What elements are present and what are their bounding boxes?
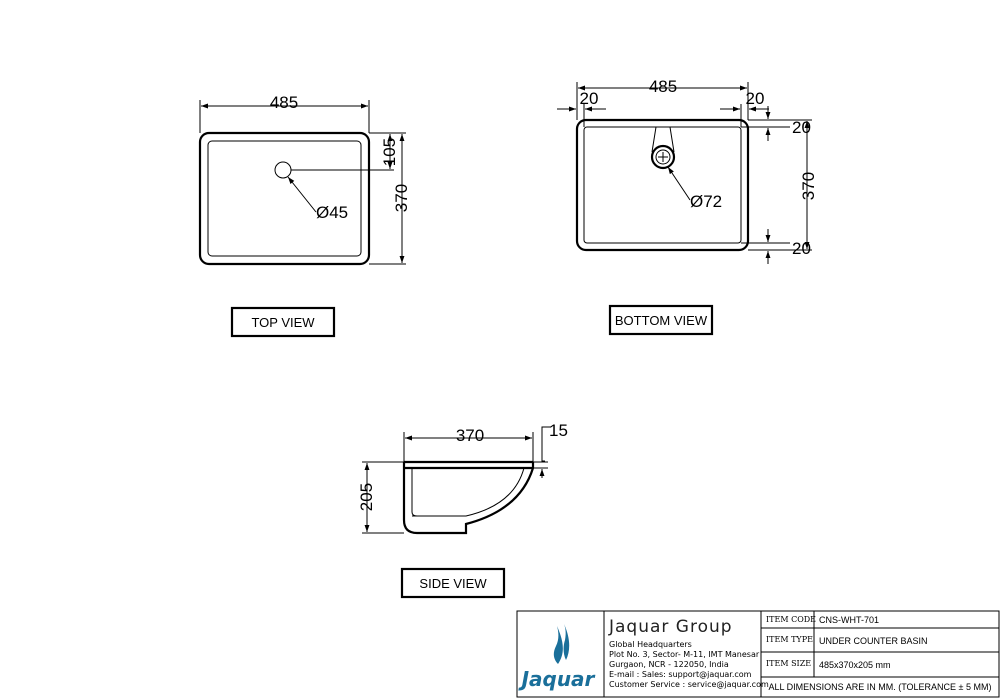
bottom-view-inner: [583, 126, 742, 244]
bottom-right-margin-dim: 20: [746, 89, 765, 108]
address-line-2: Plot No. 3, Sector- M-11, IMT Manesar: [609, 650, 760, 659]
item-code-value: CNS-WHT-701: [819, 615, 879, 625]
address-line-5: Customer Service : service@jaquar.com: [609, 680, 769, 689]
logo-text: Jaquar: [518, 667, 596, 691]
top-view-label: TOP VIEW: [251, 315, 315, 330]
logo-mark: [553, 626, 563, 664]
bottom-height-dim: 370: [799, 172, 818, 200]
address-line-4: E-mail : Sales: support@jaquar.com: [609, 670, 752, 679]
bottom-view: 485 20 20 370 20 20 Ø72 BOTTOM VIEW: [557, 77, 818, 336]
bottom-width-dim: 485: [649, 77, 677, 96]
hole-leader: [287, 176, 317, 213]
side-view: 370 15 205 SIDE VIEW: [357, 421, 568, 599]
side-view-label-box: [400, 567, 506, 599]
top-view-inner-bowl: [207, 140, 362, 257]
top-view-outer-rim: [198, 131, 371, 266]
top-view: 485 370 105 Ø45 TOP VIEW: [198, 93, 411, 338]
address-line-1: Global Headquarters: [609, 640, 692, 649]
drain-inner: [655, 149, 671, 165]
tap-hole: [274, 161, 292, 179]
tolerance-note: ALL DIMENSIONS ARE IN MM. (TOLERANCE ± 5…: [769, 682, 992, 692]
bottom-view-outer: [575, 118, 750, 252]
bottom-bottom-margin-dim: 20: [792, 239, 811, 258]
bottom-top-margin-dim: 20: [792, 118, 811, 137]
address-line-3: Gurgaon, NCR - 122050, India: [609, 660, 729, 669]
side-view-outer-profile: [402, 462, 535, 535]
bottom-view-label-box: [608, 304, 714, 336]
item-size-value: 485x370x205 mm: [819, 660, 891, 670]
jaquar-logo: Jaquar: [518, 624, 596, 691]
side-height-dim: 205: [357, 483, 376, 511]
side-view-label: SIDE VIEW: [419, 576, 487, 591]
bottom-left-margin-dim: 20: [580, 89, 599, 108]
hole-offset-dim: 105: [380, 138, 399, 166]
bottom-view-label: BOTTOM VIEW: [615, 313, 708, 328]
top-view-label-box: [230, 306, 336, 338]
hole-dia-dim: Ø45: [316, 203, 348, 222]
side-rim-dim: 15: [549, 421, 568, 440]
company-name: Jaquar Group: [608, 617, 733, 637]
side-depth-dim: 370: [456, 426, 484, 445]
drain-dia-dim: Ø72: [690, 192, 722, 211]
drain-channel: [651, 126, 675, 153]
item-type-value: UNDER COUNTER BASIN: [819, 636, 928, 646]
top-width-dim: 485: [270, 93, 298, 112]
side-view-inner-profile: [411, 467, 525, 517]
drain-leader: [667, 166, 691, 201]
item-code-label: ITEM CODE: [766, 615, 816, 624]
drain-outer: [650, 144, 676, 170]
title-block: Jaquar Jaquar Group Global Headquarters …: [516, 610, 1000, 698]
item-size-label: ITEM SIZE: [766, 659, 811, 668]
top-height-dim: 370: [392, 184, 411, 212]
item-type-label: ITEM TYPE: [766, 635, 813, 644]
